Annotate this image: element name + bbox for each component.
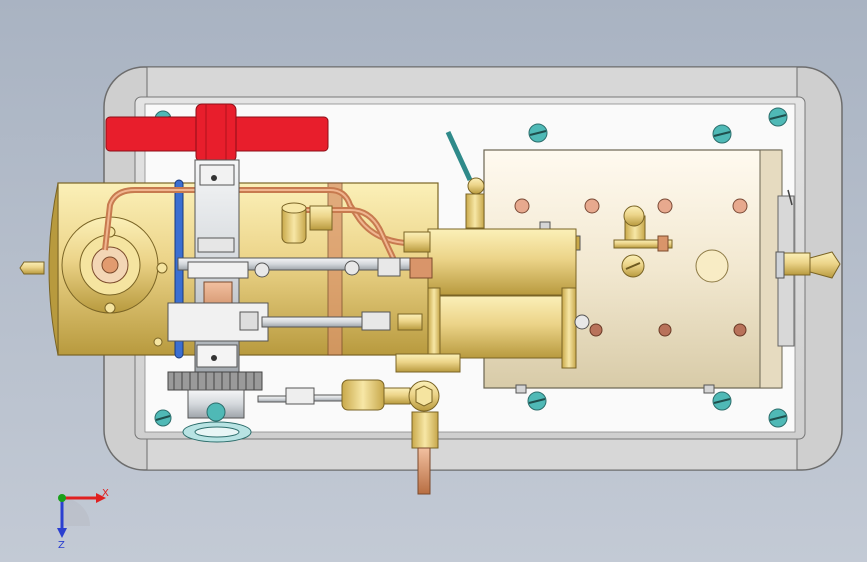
screw-bottom-mid-2 (712, 391, 732, 411)
x-axis-label: X (102, 488, 109, 499)
safety-valve[interactable] (775, 251, 841, 279)
mounting-screws (154, 107, 788, 428)
gear-assembly[interactable] (167, 371, 263, 443)
flywheel[interactable] (105, 103, 329, 163)
connecting-rod[interactable] (177, 257, 429, 279)
piston-rod[interactable] (167, 302, 423, 342)
steam-cylinder[interactable] (403, 228, 590, 369)
lubricator[interactable] (281, 202, 333, 244)
screw-bottom-mid-1 (527, 391, 547, 411)
screw-bottom-left (154, 409, 172, 427)
screw-top-right (768, 107, 788, 127)
z-axis-label: Z (58, 540, 65, 551)
throttle-lever[interactable] (445, 130, 485, 229)
screw-bottom-right (768, 408, 788, 428)
screw-top-mid-2 (712, 124, 732, 144)
steam-pipes (102, 187, 425, 265)
feed-pump[interactable] (257, 353, 461, 495)
screw-top-mid-1 (528, 123, 548, 143)
xyz-axis-triad-icon: X Z (57, 488, 109, 551)
